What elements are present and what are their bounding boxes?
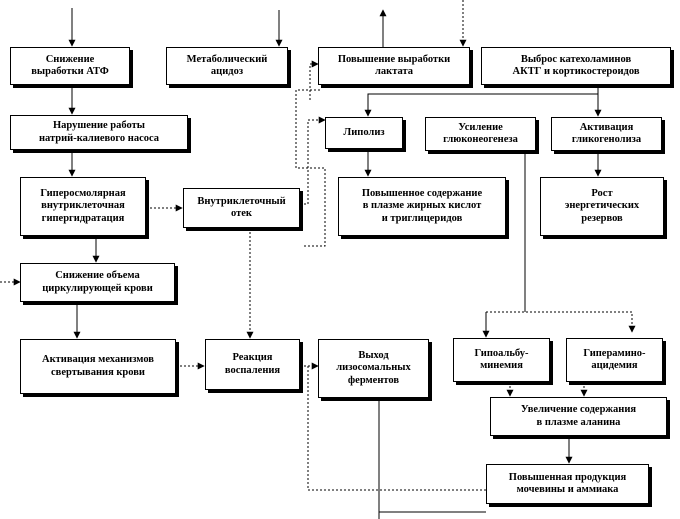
wire-split-amino — [485, 311, 636, 333]
box-lysosomal: Выход лизосомальных ферментов — [318, 339, 429, 398]
wire-edema-to-lactate — [300, 116, 326, 205]
box-hyperosmolar: Гиперосмолярная внутриклеточная гипергид… — [20, 177, 146, 236]
box-atp: Снижение выработки АТФ — [10, 47, 130, 85]
box-alanine: Увеличение содержания в плазме аланина — [490, 397, 667, 436]
wire-urea-to-left — [307, 366, 486, 491]
box-energy-reserves: Рост энергетических резервов — [540, 177, 664, 236]
box-intracellular-edema: Внутриклеточный отек — [183, 188, 300, 228]
wire-catechol-split — [364, 86, 599, 117]
box-coagulation: Активация механизмов свертывания крови — [20, 339, 176, 394]
wire-lactate-left — [295, 89, 326, 247]
box-sodium-pump: Нарушение работы натрий-калиевого насоса — [10, 115, 188, 150]
box-hypoalbuminemia: Гипоальбу- минемия — [453, 338, 550, 382]
box-blood-volume: Снижение объема циркулирующей крови — [20, 263, 175, 302]
box-glycogenolysis: Активация гликогенолиза — [551, 117, 662, 151]
box-fatty-acids: Повышенное содержание в плазме жирных ки… — [338, 177, 506, 236]
box-hyperaminoacidemia: Гиперамино- ацидемия — [566, 338, 663, 382]
wire-metab-to-lactate — [309, 60, 319, 100]
box-lactate: Повышение выработки лактата — [318, 47, 470, 85]
box-metabolic-acidosis: Метаболический ацидоз — [166, 47, 288, 85]
box-catecholamines: Выброс катехоламинов АКТГ и кортикостеро… — [481, 47, 671, 85]
box-gluconeogenesis: Усиление глюконеогенеза — [425, 117, 536, 151]
box-inflammation: Реакция воспаления — [205, 339, 300, 390]
box-urea: Повышенная продукция мочевины и аммиака — [486, 464, 649, 504]
box-lipolysis: Липолиз — [325, 117, 403, 149]
